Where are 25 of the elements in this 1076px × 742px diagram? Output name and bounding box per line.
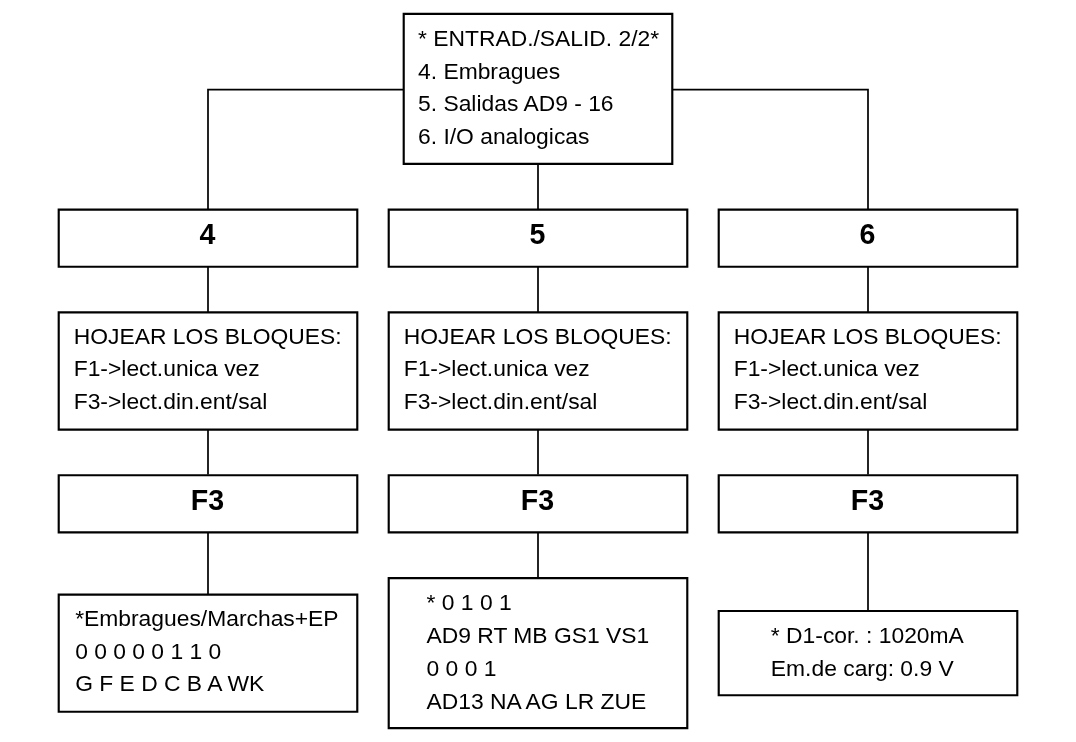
- connector: [867, 531, 869, 612]
- node-box: *Embragues/Marchas+EP 0 0 0 0 0 1 1 0 G F E D C B A WK: [57, 593, 359, 713]
- connector: [537, 163, 539, 211]
- connector: [671, 88, 869, 211]
- connector: [207, 428, 209, 476]
- node-box: F3: [717, 474, 1019, 534]
- connector: [207, 266, 209, 314]
- connector: [207, 531, 209, 596]
- node-box: F3: [387, 474, 689, 534]
- node-box: HOJEAR LOS BLOQUES: F1->lect.unica vez F3->lect.din.ent/sal: [57, 311, 359, 431]
- node-box: 5: [387, 208, 689, 268]
- connector: [537, 531, 539, 579]
- connector: [537, 428, 539, 476]
- node-box: 4: [57, 208, 359, 268]
- node-box: * D1-cor. : 1020mA Em.de carg: 0.9 V: [717, 609, 1019, 697]
- node-box: * 0 1 0 1 AD9 RT MB GS1 VS1 0 0 0 1 AD13 NA AG LR ZUE: [387, 577, 689, 730]
- connector: [537, 266, 539, 314]
- connector: [867, 266, 869, 314]
- node-box: HOJEAR LOS BLOQUES: F1->lect.unica vez F3->lect.din.ent/sal: [717, 311, 1019, 431]
- node-box: 6: [717, 208, 1019, 268]
- node-box: * ENTRAD./SALID. 2/2* 4. Embragues 5. Salidas AD9 - 16 6. I/O analogicas: [402, 12, 674, 165]
- connector: [207, 88, 405, 211]
- node-box: HOJEAR LOS BLOQUES: F1->lect.unica vez F3->lect.din.ent/sal: [387, 311, 689, 431]
- node-box: F3: [57, 474, 359, 534]
- connector: [867, 428, 869, 476]
